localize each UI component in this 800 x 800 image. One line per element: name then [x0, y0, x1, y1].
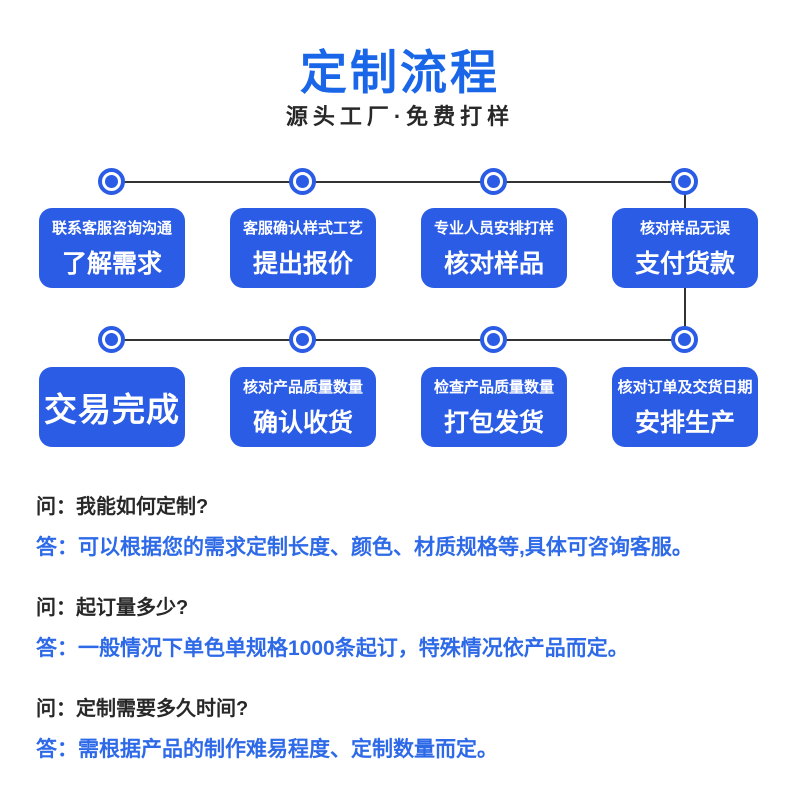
faq-item: 问：我能如何定制? 答：可以根据您的需求定制长度、颜色、材质规格等,具体可咨询客…: [36, 496, 780, 560]
step-card-title: 提出报价: [252, 249, 353, 278]
flow-node-icon: [98, 168, 125, 195]
step-card-subtitle: 检查产品质量数量: [433, 378, 554, 396]
faq-section: 问：我能如何定制? 答：可以根据您的需求定制长度、颜色、材质规格等,具体可咨询客…: [36, 496, 780, 799]
faq-question: 问：定制需要多久时间?: [36, 698, 249, 721]
node-dot-icon: [105, 175, 118, 188]
step-card-subtitle: 核对产品质量数量: [242, 378, 363, 396]
step-card-subtitle: 客服确认样式工艺: [242, 219, 363, 237]
flow-node-icon: [289, 326, 316, 353]
faq-question: 问：我能如何定制?: [36, 496, 209, 518]
flow-node-icon: [289, 168, 316, 195]
node-dot-icon: [487, 175, 500, 188]
step-card-understand-needs: 联系客服咨询沟通 了解需求: [39, 208, 185, 288]
connector-line-row1: [112, 181, 685, 183]
node-dot-icon: [678, 333, 691, 346]
step-card-payment: 核对样品无误 支付货款: [612, 208, 758, 288]
step-card-subtitle: 核对样品无误: [639, 219, 730, 237]
step-card-subtitle: 联系客服咨询沟通: [51, 219, 172, 237]
step-card-arrange-production: 核对订单及交货日期 安排生产: [612, 367, 758, 447]
faq-item: 问：起订量多少? 答：一般情况下单色单规格1000条起订，特殊情况依产品而定。: [36, 597, 780, 661]
step-card-title: 确认收货: [252, 408, 353, 437]
page-title: 定制流程: [300, 46, 500, 99]
connector-line-row2: [112, 339, 685, 341]
step-card-check-sample: 专业人员安排打样 核对样品: [421, 208, 567, 288]
faq-answer: 答：可以根据您的需求定制长度、颜色、材质规格等,具体可咨询客服。: [36, 536, 693, 559]
step-card-title: 核对样品: [443, 249, 544, 278]
node-dot-icon: [296, 175, 309, 188]
flow-node-icon: [671, 168, 698, 195]
faq-item: 问：定制需要多久时间? 答：需根据产品的制作难易程度、定制数量而定。: [36, 698, 780, 762]
step-card-title: 了解需求: [61, 249, 162, 278]
step-card-quote: 客服确认样式工艺 提出报价: [230, 208, 376, 288]
flow-node-icon: [98, 326, 125, 353]
faq-answer: 答：需根据产品的制作难易程度、定制数量而定。: [36, 738, 498, 762]
step-card-confirm-receipt: 核对产品质量数量 确认收货: [230, 367, 376, 447]
flow-diagram: 联系客服咨询沟通 了解需求 客服确认样式工艺 提出报价 专业人员安排打样 核对样…: [39, 168, 758, 447]
step-card-subtitle: 专业人员安排打样: [433, 219, 554, 237]
step-card-subtitle: 核对订单及交货日期: [617, 378, 753, 396]
step-card-title: 交易完成: [44, 391, 180, 428]
faq-answer: 答：一般情况下单色单规格1000条起订，特殊情况依产品而定。: [36, 637, 629, 661]
node-dot-icon: [105, 333, 118, 346]
step-card-title: 打包发货: [443, 408, 544, 437]
page-subtitle: 源头工厂·免费打样: [285, 104, 515, 129]
node-dot-icon: [487, 333, 500, 346]
node-dot-icon: [678, 175, 691, 188]
faq-question: 问：起订量多少?: [36, 597, 189, 620]
step-card-pack-ship: 检查产品质量数量 打包发货: [421, 367, 567, 447]
step-card-deal-complete: 交易完成: [39, 367, 185, 447]
flow-node-icon: [480, 168, 507, 195]
step-card-title: 支付货款: [634, 249, 735, 278]
flow-node-icon: [671, 326, 698, 353]
node-dot-icon: [296, 333, 309, 346]
flow-node-icon: [480, 326, 507, 353]
step-card-title: 安排生产: [634, 408, 735, 437]
